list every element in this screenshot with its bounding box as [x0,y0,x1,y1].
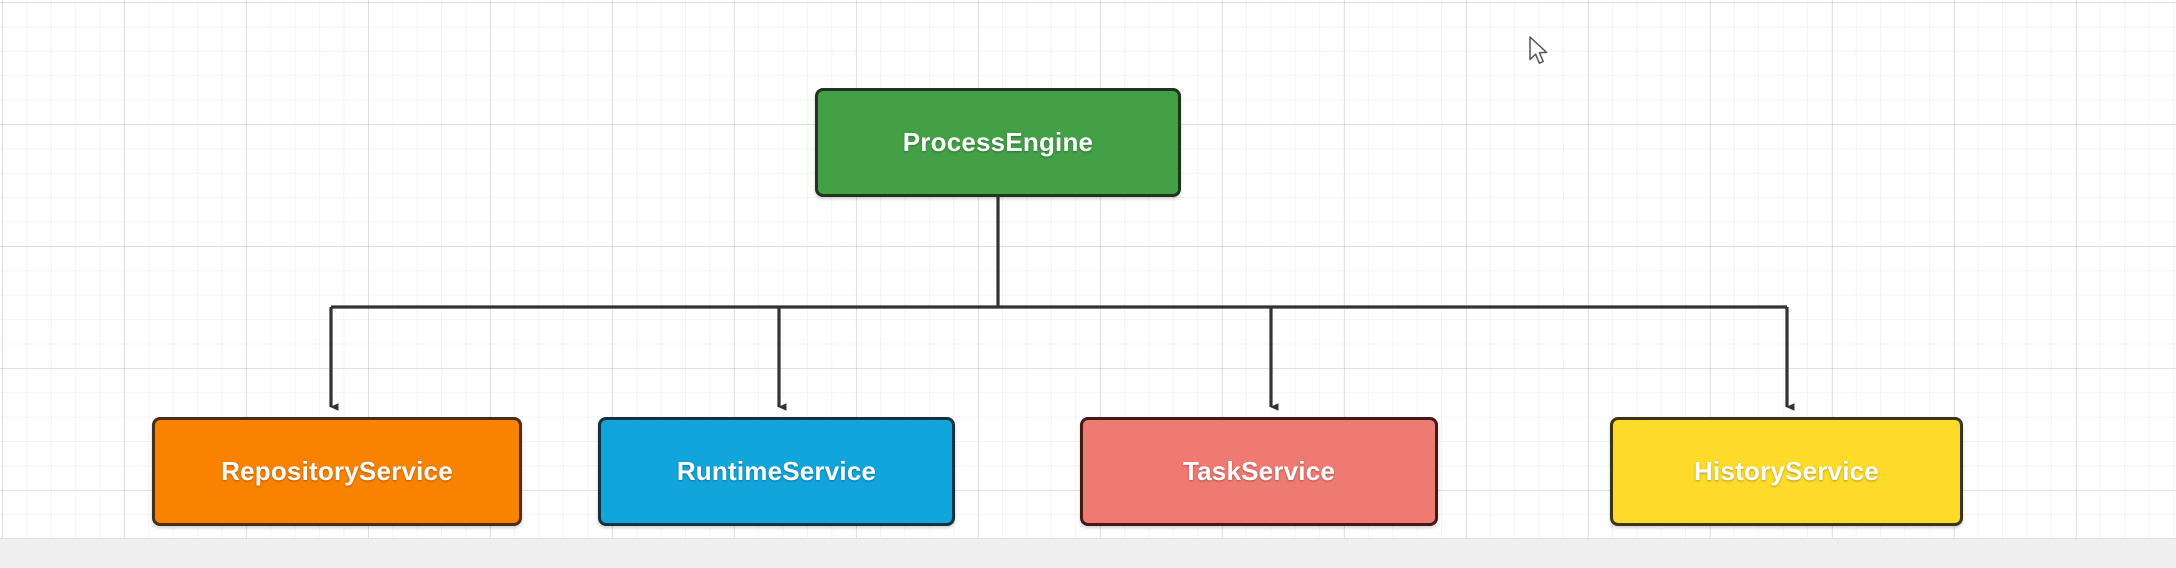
node-repository-service[interactable]: RepositoryService [152,417,522,526]
node-label-runtime-service: RuntimeService [676,456,877,487]
node-runtime-service[interactable]: RuntimeService [598,417,955,526]
node-label-process-engine: ProcessEngine [902,127,1094,158]
node-label-history-service: HistoryService [1694,456,1879,487]
node-label-repository-service: RepositoryService [221,456,453,487]
node-process-engine[interactable]: ProcessEngine [815,88,1181,197]
node-task-service[interactable]: TaskService [1080,417,1438,526]
bottom-chrome-bar [0,538,2176,568]
node-history-service[interactable]: HistoryService [1610,417,1963,526]
node-label-task-service: TaskService [1182,456,1336,487]
